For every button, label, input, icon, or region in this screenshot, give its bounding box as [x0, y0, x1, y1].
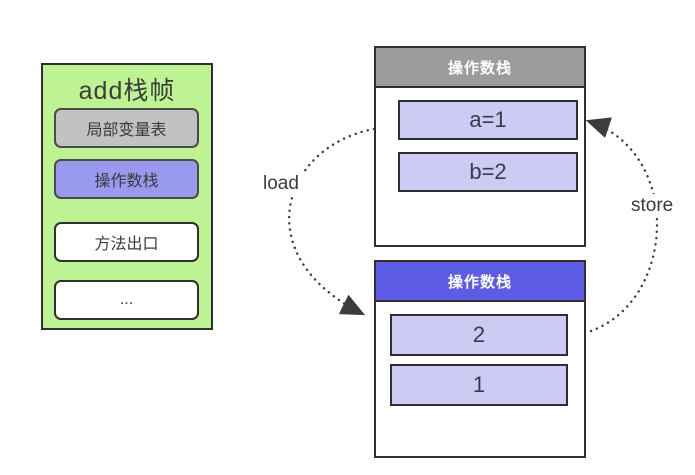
operand-stack-box: 操作数栈	[54, 159, 199, 199]
store-arrow	[585, 117, 659, 333]
stack-item-1: 1	[390, 364, 568, 406]
stack-item-b2: b=2	[398, 152, 578, 192]
frame-title: add栈帧	[78, 77, 176, 105]
local-variable-table-box: 局部变量表	[54, 108, 199, 148]
operand-stack-bottom-header: 操作数栈	[376, 262, 584, 302]
operand-stack-top: 操作数栈 a=1 b=2	[374, 46, 586, 247]
operand-stack-bottom: 操作数栈 2 1	[374, 260, 586, 458]
method-exit-box: 方法出口	[54, 222, 199, 262]
method-exit-label: 方法出口	[94, 236, 159, 253]
load-arrow	[288, 127, 376, 316]
add-stack-frame-panel: add栈帧 局部变量表 操作数栈 方法出口 ...	[41, 63, 213, 330]
stack-item-2: 2	[390, 314, 568, 356]
store-label: store	[626, 194, 679, 218]
load-label: load	[258, 172, 304, 196]
local-variable-table-label: 局部变量表	[86, 122, 167, 139]
stack-item-a1: a=1	[398, 100, 578, 140]
ellipsis-box: ...	[54, 280, 199, 320]
operand-stack-label: 操作数栈	[94, 173, 159, 190]
operand-stack-top-header: 操作数栈	[376, 48, 584, 88]
ellipsis-label: ...	[119, 291, 134, 308]
